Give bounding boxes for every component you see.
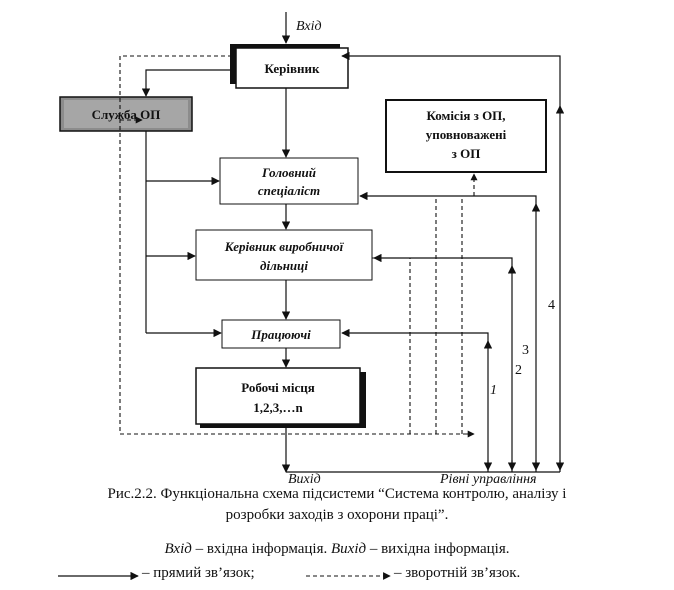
box-commission: Комісія з ОП, уповноважені з ОП <box>385 99 547 173</box>
level-2-line <box>373 253 513 472</box>
output-label: Вихід <box>288 472 321 487</box>
level-number-1: 1 <box>490 383 497 398</box>
box-site-manager-line-1: Керівник виробничої <box>224 239 345 254</box>
caption-text-output: – вихідна інформація. <box>366 541 510 557</box>
level-3-line <box>359 191 537 472</box>
box-service-op-label: Служба ОП <box>92 107 161 122</box>
box-chief-specialist-line-2: спеціаліст <box>258 183 320 198</box>
level-number-2: 2 <box>515 363 522 378</box>
legend-lines <box>58 571 391 581</box>
caption-term-input: Вхід <box>164 541 192 557</box>
input-label: Вхід <box>296 19 322 34</box>
box-site-manager: Керівник виробничої дільниці <box>195 229 373 281</box>
level-4-line <box>341 51 561 472</box>
levels-label: Рівні управління <box>439 472 537 487</box>
box-manager: Керівник <box>230 44 349 89</box>
caption-line-2: розробки заходів з охорони праці”. <box>225 507 449 523</box>
legend-feedback-label: – зворотній зв’язок. <box>394 565 521 581</box>
box-service-op: Служба ОП <box>59 96 193 132</box>
box-workplaces-line-2: 1,2,3,…n <box>253 400 303 415</box>
box-site-manager-line-2: дільниці <box>260 258 308 273</box>
level-1-line <box>341 328 489 472</box>
box-commission-line-2: уповноважені <box>426 127 507 142</box>
caption-line-3: Вхід – вхідна інформація. Вихід – вихідн… <box>0 540 674 559</box>
caption-term-output: Вихід <box>331 541 367 557</box>
box-workplaces-line-1: Робочі місця <box>241 380 315 395</box>
arrow-manager-to-service <box>141 69 232 97</box>
box-commission-line-1: Комісія з ОП, <box>426 108 505 123</box>
box-workers: Працюючі <box>221 319 341 349</box>
caption-line-1: Рис.2.2. Функціональна схема підсистеми … <box>107 486 567 502</box>
caption-text-input: – вхідна інформація. <box>191 541 331 557</box>
box-manager-label: Керівник <box>264 61 320 76</box>
legend-direct-label: – прямий зв’язок; <box>142 565 255 581</box>
level-number-4: 4 <box>548 298 555 313</box>
box-workers-label: Працюючі <box>250 327 311 342</box>
level-number-3: 3 <box>522 343 529 358</box>
box-commission-line-3: з ОП <box>452 146 481 161</box>
legend: – прямий зв’язок; – зворотній зв’язок. <box>0 563 674 587</box>
feedback-left-loop <box>119 55 470 435</box>
box-chief-specialist-line-1: Головний <box>261 165 316 180</box>
box-chief-specialist: Головний спеціаліст <box>219 157 359 205</box>
box-workplaces: Робочі місця 1,2,3,…n <box>195 367 366 428</box>
